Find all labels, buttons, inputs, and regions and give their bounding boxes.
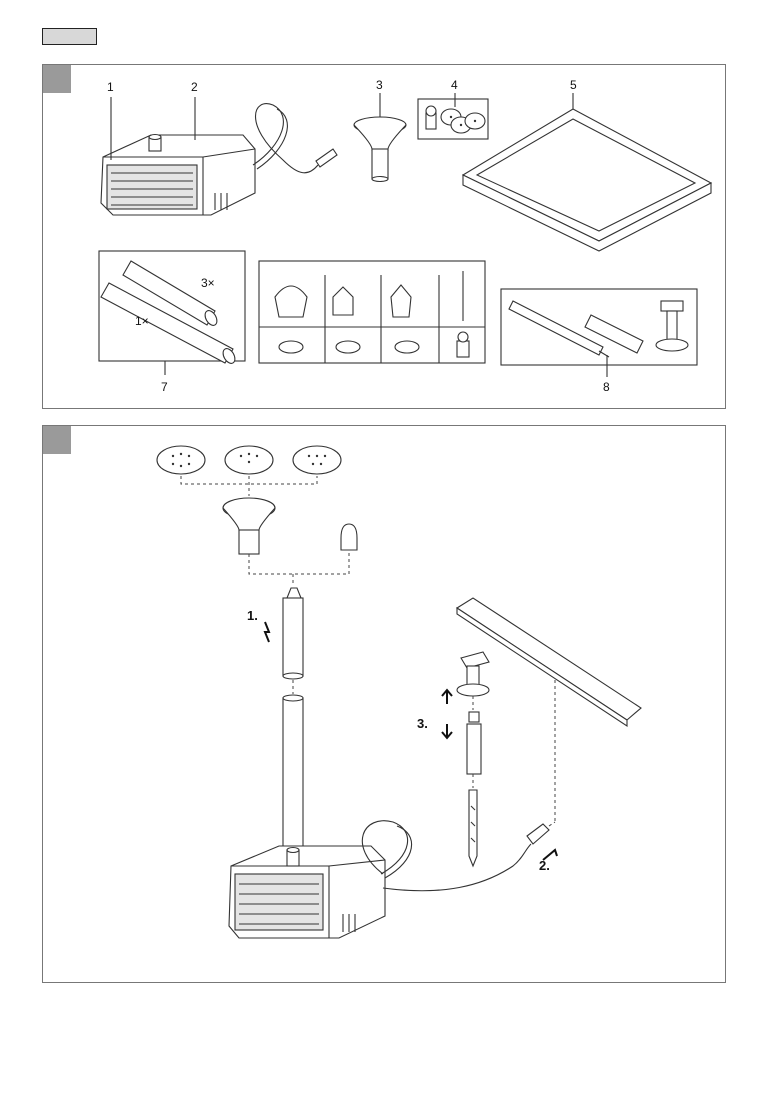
assembly-nozzle [223, 498, 357, 586]
nozzle-variants-box [259, 261, 485, 363]
solar-panel-illustration [463, 93, 711, 251]
step1-arrow-icon [265, 622, 269, 642]
step1-label: 1. [247, 608, 258, 623]
header-label-box [42, 28, 97, 45]
label-tube-count-3: 3× [201, 276, 215, 290]
label-nozzle-set: 4 [451, 78, 458, 92]
components-panel: 1 2 3 4 [42, 64, 726, 409]
assembly-panel: 1. [42, 425, 726, 983]
label-cable: 2 [191, 80, 198, 94]
label-pump: 1 [107, 80, 114, 94]
pump-illustration [101, 97, 337, 215]
label-tube-count-1: 1× [135, 314, 149, 328]
label-tubes: 7 [161, 380, 168, 394]
tubes-box [99, 251, 245, 375]
assembly-upper-tube [283, 588, 303, 866]
label-nozzle: 3 [376, 78, 383, 92]
stake-box [501, 289, 697, 377]
nozzle-illustration [354, 93, 406, 182]
step3-arrow-icon [442, 690, 452, 738]
step2-label: 2. [539, 858, 550, 873]
nozzle-set-illustration [418, 93, 488, 139]
components-illustration: 1 2 3 4 [43, 65, 727, 410]
assembly-stake [457, 652, 489, 866]
nozzle-heads-row [157, 446, 341, 496]
label-stake: 8 [603, 380, 610, 394]
step3-label: 3. [417, 716, 428, 731]
assembly-illustration: 1. [43, 426, 727, 984]
assembly-pump [229, 821, 549, 938]
assembly-solar-panel [457, 598, 641, 826]
label-solar-panel: 5 [570, 78, 577, 92]
